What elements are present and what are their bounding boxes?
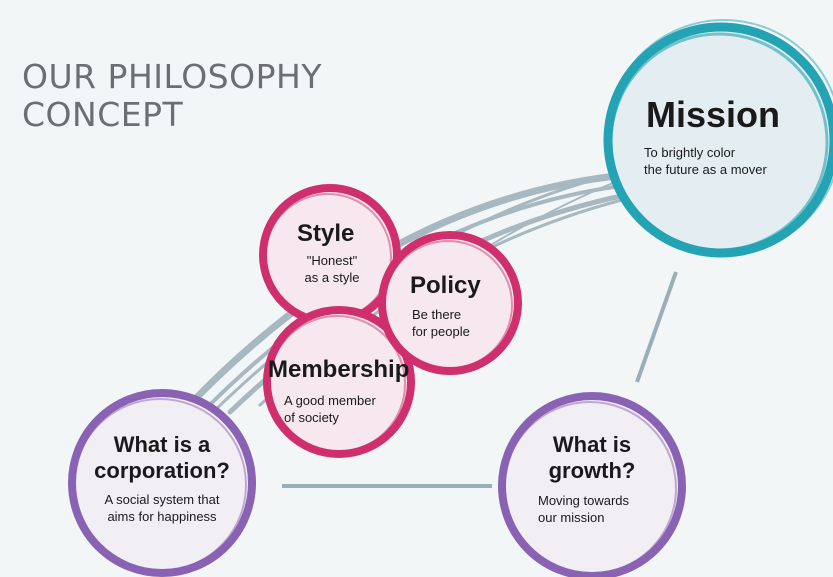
growth-description: Moving towards our mission xyxy=(538,492,629,526)
mission-title: Mission xyxy=(646,94,781,135)
corporation-title: What is a corporation? xyxy=(82,432,242,484)
style-title: Style xyxy=(297,220,355,247)
membership-circle xyxy=(263,306,415,458)
growth-title-line-1: What is xyxy=(552,432,632,457)
corporation-title-line-1: What is a xyxy=(113,432,211,457)
growth-circle xyxy=(498,392,686,577)
corporation-title-line-2: corporation? xyxy=(94,458,230,483)
policy-circle xyxy=(378,231,522,375)
membership-description: A good member of society xyxy=(284,392,376,426)
growth-desc-line-2: our mission xyxy=(538,510,605,525)
connector-growth-mission xyxy=(635,271,678,383)
growth-title: What is growth? xyxy=(520,432,664,484)
mission-desc-line-2: the future as a mover xyxy=(644,162,767,177)
policy-desc-line-2: for people xyxy=(412,324,470,339)
policy-desc-line-1: Be there xyxy=(412,307,462,322)
policy-title: Policy xyxy=(410,272,481,299)
page-title: OUR PHILOSOPHY CONCEPT xyxy=(22,58,322,134)
membership-desc-line-1: A good member xyxy=(284,393,376,408)
corporation-description: A social system that aims for happiness xyxy=(82,491,242,525)
mission-desc-line-1: To brightly color xyxy=(644,145,736,160)
growth-title-line-2: growth? xyxy=(548,458,636,483)
corporation-circle xyxy=(68,389,256,577)
title-line-1: OUR PHILOSOPHY xyxy=(22,57,322,96)
corporation-desc-line-1: A social system that xyxy=(104,492,220,507)
policy-description: Be there for people xyxy=(412,306,470,340)
mission-description: To brightly color the future as a mover xyxy=(644,144,767,178)
style-description: "Honest" as a style xyxy=(296,252,368,286)
title-line-2: CONCEPT xyxy=(22,95,184,134)
membership-title: Membership xyxy=(268,356,410,383)
mission-circle xyxy=(603,19,833,258)
style-desc-line-2: as a style xyxy=(304,270,360,285)
style-desc-line-1: "Honest" xyxy=(306,253,358,268)
corporation-desc-line-2: aims for happiness xyxy=(107,509,217,524)
membership-desc-line-2: of society xyxy=(284,410,339,425)
growth-desc-line-1: Moving towards xyxy=(538,493,630,508)
